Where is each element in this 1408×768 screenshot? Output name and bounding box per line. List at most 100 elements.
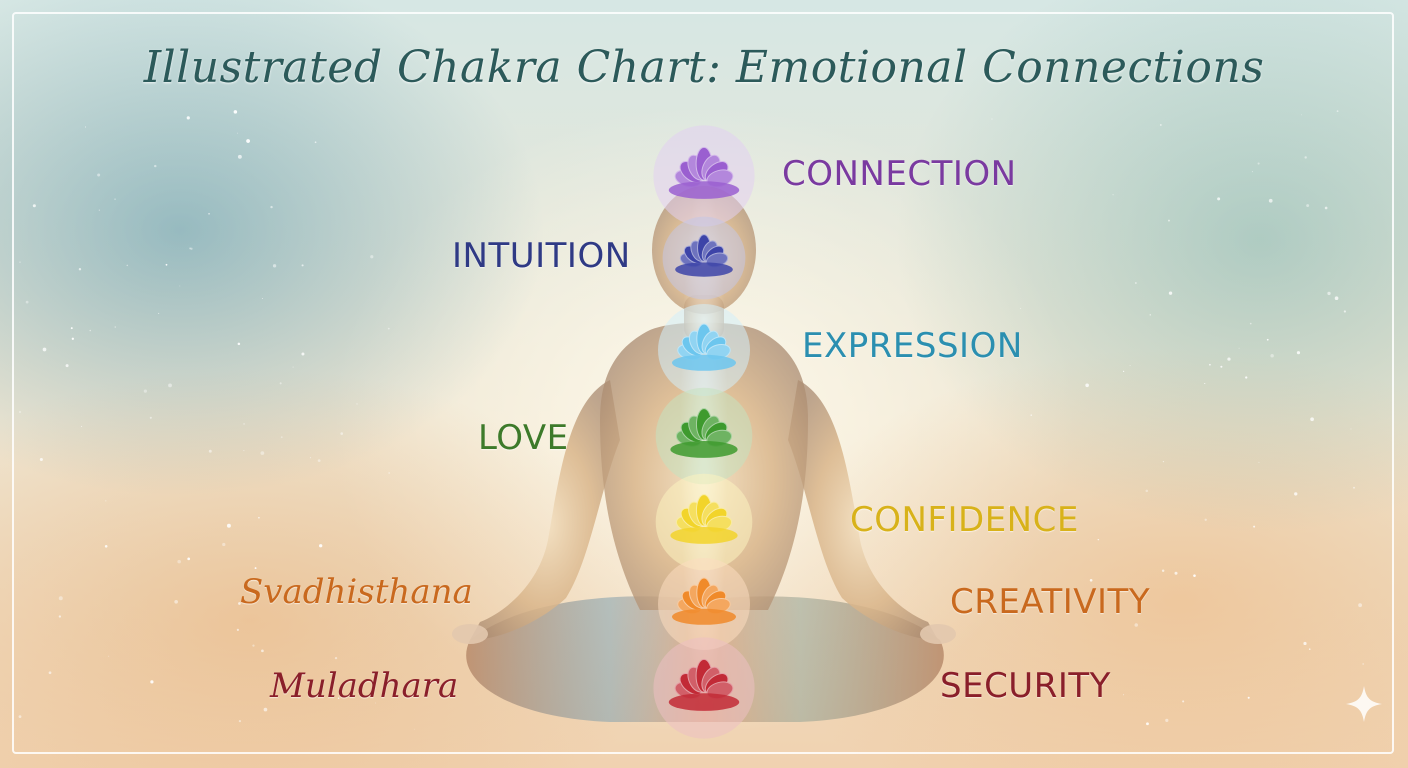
star: [104, 545, 108, 548]
star: [1358, 603, 1362, 608]
star: [65, 364, 69, 368]
star: [317, 459, 321, 463]
lotus-connection-icon: [653, 125, 755, 227]
star: [1350, 428, 1352, 430]
star: [387, 327, 390, 330]
star: [258, 516, 260, 519]
lotus-base: [675, 262, 733, 277]
star: [375, 702, 376, 704]
star: [1134, 282, 1137, 284]
star: [174, 599, 178, 604]
star: [18, 410, 22, 414]
star: [81, 425, 83, 427]
star: [1310, 417, 1314, 422]
chakra-name-muladhara: Muladhara: [270, 666, 459, 706]
star: [246, 139, 250, 143]
chakra-label-confidence: CONFIDENCE: [850, 500, 1079, 540]
star: [105, 500, 107, 502]
star: [260, 451, 265, 455]
lotus-base: [670, 441, 738, 458]
star: [48, 671, 52, 675]
star: [1193, 574, 1196, 577]
star: [222, 542, 226, 547]
star: [1336, 110, 1339, 113]
star: [270, 205, 273, 209]
lotus-love-icon: [655, 387, 753, 485]
chakra-label-connection: CONNECTION: [782, 154, 1017, 194]
star: [114, 326, 116, 328]
star: [150, 680, 154, 684]
star: [126, 264, 129, 267]
star: [1217, 197, 1221, 201]
lotus-creativity-icon: [658, 558, 750, 650]
star: [1182, 700, 1185, 703]
star: [1020, 307, 1022, 309]
star: [301, 264, 304, 267]
star: [1220, 365, 1223, 368]
star: [261, 298, 263, 299]
right-arm: [788, 380, 938, 640]
chakra-label-security: SECURITY: [940, 666, 1111, 706]
star: [314, 141, 317, 144]
star: [1204, 518, 1207, 521]
lotus-base: [670, 527, 738, 544]
star: [187, 557, 191, 561]
star: [340, 432, 344, 435]
star: [378, 583, 383, 588]
star: [1149, 314, 1151, 316]
star: [370, 255, 374, 259]
lotus-intuition-icon: [662, 216, 746, 300]
star: [1251, 171, 1253, 173]
star: [334, 657, 338, 660]
star: [301, 352, 305, 356]
star: [292, 366, 294, 368]
page-title: Illustrated Chakra Chart: Emotional Conn…: [143, 42, 1265, 93]
chakra-label-intuition: INTUITION: [452, 236, 631, 276]
star: [1266, 338, 1269, 341]
star: [1334, 296, 1339, 301]
star: [1123, 694, 1125, 696]
star: [1306, 204, 1310, 208]
star: [237, 154, 242, 159]
star: [1146, 722, 1149, 726]
star: [236, 628, 240, 631]
star: [1270, 353, 1274, 358]
decorative-frame: [12, 12, 1394, 754]
chakra-name-svadhisthana: Svadhisthana: [240, 572, 473, 612]
star: [1258, 461, 1260, 463]
star: [189, 247, 192, 250]
star: [991, 118, 993, 120]
star: [98, 209, 100, 211]
star: [280, 436, 283, 439]
star: [254, 567, 257, 570]
lotus-base: [672, 608, 736, 625]
star: [1245, 376, 1248, 379]
star: [272, 264, 277, 268]
star: [1123, 370, 1125, 372]
chakra-lotus-group: [653, 125, 755, 739]
left-arm: [470, 380, 620, 640]
star: [39, 457, 43, 462]
star: [252, 644, 255, 647]
lotus-base: [668, 181, 740, 199]
star: [1145, 489, 1149, 493]
star: [1304, 156, 1307, 159]
star: [1362, 663, 1364, 665]
star: [1268, 198, 1273, 203]
chakra-label-love: LOVE: [478, 418, 569, 458]
star: [97, 173, 101, 177]
star: [1089, 578, 1093, 582]
star: [1161, 569, 1165, 573]
star: [143, 389, 147, 393]
star: [243, 450, 245, 452]
star: [71, 337, 74, 340]
star: [1112, 194, 1114, 196]
star: [78, 268, 82, 271]
star: [1085, 383, 1089, 388]
star: [177, 559, 181, 564]
star: [1008, 505, 1011, 508]
star: [1159, 124, 1162, 126]
lotus-expression-icon: [658, 304, 750, 396]
star: [1300, 114, 1302, 116]
star: [1343, 310, 1346, 313]
